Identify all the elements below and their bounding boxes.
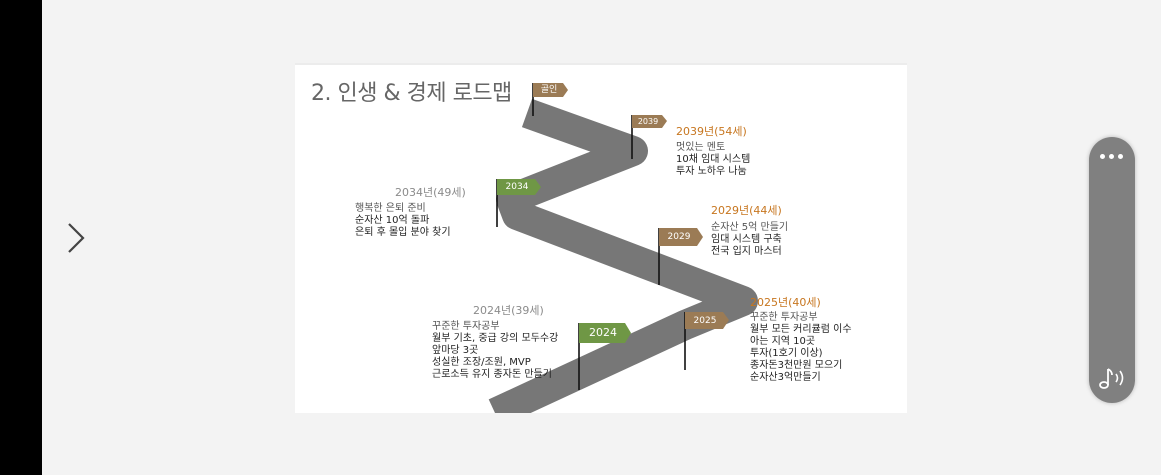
flag-2034	[497, 179, 541, 195]
year-heading-2039: 2039년(54세)	[676, 125, 747, 138]
milestone-desc-2025: 꾸준한 투자공부 월부 모든 커리큘럼 이수 아는 지역 10곳 투자(1호기 …	[750, 312, 852, 383]
roadmap-slide: 2. 인생 & 경제 로드맵 골인 2039 2034 2029 2025 20…	[295, 63, 907, 413]
flag-label-2034: 2034	[505, 182, 529, 192]
milestone-desc-2039: 멋있는 멘토 10채 임대 시스템 투자 노하우 나눔	[676, 142, 751, 177]
milestone-desc-2024: 꾸준한 투자공부 월부 기초, 중급 강의 모두수강 앞마당 3곳 성실한 조장…	[432, 321, 559, 380]
flag-2024	[579, 323, 631, 343]
year-heading-2029: 2029년(44세)	[711, 204, 782, 217]
music-note-icon[interactable]	[1097, 365, 1127, 391]
milestone-desc-2034: 행복한 은퇴 준비 순자산 10억 돌파 은퇴 후 몰입 분야 찾기	[355, 203, 451, 238]
floating-side-panel	[1089, 137, 1135, 403]
left-black-bar	[0, 0, 42, 475]
year-heading-2024: 2024년(39세)	[473, 304, 544, 317]
chevron-right-icon[interactable]	[62, 218, 90, 258]
flag-label-2025: 2025	[693, 316, 717, 326]
year-heading-2025: 2025년(40세)	[750, 296, 821, 309]
flag-goal	[533, 83, 568, 97]
slide-title: 2. 인생 & 경제 로드맵	[311, 81, 512, 106]
slide-top-divider	[295, 63, 907, 65]
flag-label-2029: 2029	[667, 232, 691, 242]
flag-2025	[685, 312, 729, 329]
flag-2029	[659, 228, 703, 246]
roadmap-road	[488, 83, 758, 413]
flag-label-goal: 골인	[540, 85, 558, 95]
flag-2039	[632, 115, 667, 128]
flag-label-2024: 2024	[589, 326, 617, 339]
more-dots-icon[interactable]	[1100, 151, 1124, 161]
flag-label-2039: 2039	[637, 117, 659, 126]
year-heading-2034: 2034년(49세)	[395, 186, 466, 199]
milestone-desc-2029: 순자산 5억 만들기 임대 시스템 구축 전국 입지 마스터	[711, 222, 789, 257]
